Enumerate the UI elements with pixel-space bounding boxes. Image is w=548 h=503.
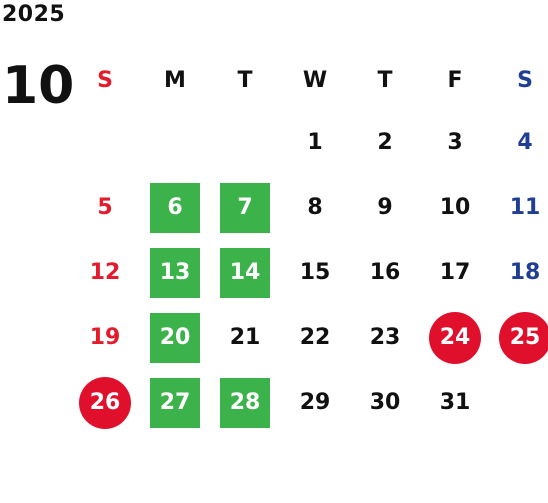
day-cell-highlighted-red: 26 — [70, 370, 140, 435]
day-cell-highlighted-green: 20 — [140, 305, 210, 370]
day-cell-saturday: 4 — [490, 110, 548, 175]
day-cell-highlighted-red: 24 — [420, 305, 490, 370]
day-number: 14 — [220, 247, 270, 298]
day-cell-highlighted-green: 13 — [140, 240, 210, 305]
weekday-header-saturday: S — [517, 67, 533, 93]
weekday-header-monday: M — [164, 67, 186, 93]
day-number: 20 — [150, 312, 200, 363]
day-number: 24 — [429, 311, 481, 364]
weekday-header-friday: F — [447, 67, 463, 93]
day-number: 18 — [509, 260, 541, 285]
calendar-month: 10 — [2, 56, 75, 116]
day-number: 23 — [369, 325, 401, 350]
day-number: 13 — [150, 247, 200, 298]
day-number: 28 — [220, 377, 270, 428]
day-cell-saturday: 18 — [490, 240, 548, 305]
day-number: 15 — [299, 260, 331, 285]
weekday-header-wednesday: W — [302, 67, 328, 93]
day-cell-highlighted-green: 7 — [210, 175, 280, 240]
day-cell: 30 — [350, 370, 420, 435]
day-number: 31 — [439, 390, 471, 415]
day-cell: 10 — [420, 175, 490, 240]
day-cell: 3 — [420, 110, 490, 175]
day-cell: 8 — [280, 175, 350, 240]
day-cell: 1 — [280, 110, 350, 175]
day-cell-empty — [210, 110, 280, 175]
day-number: 10 — [439, 195, 471, 220]
weekday-header-tuesday: T — [237, 67, 253, 93]
day-cell-sunday: 19 — [70, 305, 140, 370]
calendar-grid: S M T W T F S 1 2 3 4 5 6 7 8 9 10 11 12… — [70, 50, 548, 435]
day-number: 30 — [369, 390, 401, 415]
day-number: 27 — [150, 377, 200, 428]
day-number: 8 — [307, 195, 323, 220]
day-cell-saturday: 11 — [490, 175, 548, 240]
day-cell: 31 — [420, 370, 490, 435]
day-number: 22 — [299, 325, 331, 350]
day-cell-highlighted-green: 28 — [210, 370, 280, 435]
day-number: 26 — [79, 376, 131, 429]
day-cell: 15 — [280, 240, 350, 305]
day-cell: 16 — [350, 240, 420, 305]
day-cell: 29 — [280, 370, 350, 435]
day-number: 12 — [89, 260, 121, 285]
day-number: 17 — [439, 260, 471, 285]
day-number: 21 — [229, 325, 261, 350]
day-cell: 2 — [350, 110, 420, 175]
day-cell: 17 — [420, 240, 490, 305]
weekday-header-sunday: S — [97, 67, 113, 93]
day-number: 2 — [377, 130, 393, 155]
day-number: 11 — [509, 195, 541, 220]
weekday-header-thursday: T — [377, 67, 393, 93]
day-number: 25 — [499, 311, 548, 364]
day-cell-highlighted-red: 25 — [490, 305, 548, 370]
day-number: 5 — [97, 195, 113, 220]
day-cell: 23 — [350, 305, 420, 370]
day-number: 6 — [150, 182, 200, 233]
day-cell-highlighted-green: 27 — [140, 370, 210, 435]
day-number — [150, 118, 200, 168]
day-cell-sunday: 5 — [70, 175, 140, 240]
day-cell: 9 — [350, 175, 420, 240]
day-number — [80, 118, 130, 168]
day-cell-highlighted-green: 6 — [140, 175, 210, 240]
day-number: 1 — [307, 130, 323, 155]
day-number: 29 — [299, 390, 331, 415]
day-number: 16 — [369, 260, 401, 285]
day-number — [220, 118, 270, 168]
day-cell: 21 — [210, 305, 280, 370]
day-cell-empty — [140, 110, 210, 175]
day-number: 7 — [220, 182, 270, 233]
day-number: 3 — [447, 130, 463, 155]
day-cell: 22 — [280, 305, 350, 370]
day-cell-empty — [70, 110, 140, 175]
day-cell-highlighted-green: 14 — [210, 240, 280, 305]
day-number: 19 — [89, 325, 121, 350]
calendar-year: 2025 — [2, 2, 66, 27]
day-number: 4 — [517, 130, 533, 155]
day-number: 9 — [377, 195, 393, 220]
day-cell-sunday: 12 — [70, 240, 140, 305]
